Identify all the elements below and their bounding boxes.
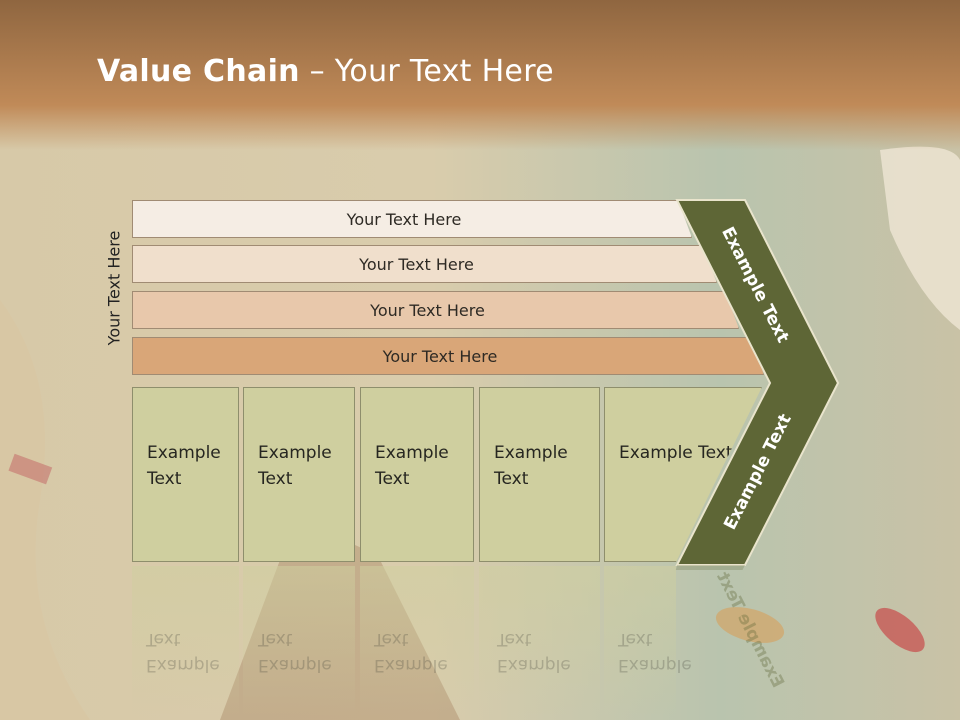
primary-box-1-label: Example Text bbox=[147, 443, 221, 489]
title-bar bbox=[0, 0, 960, 150]
primary-box-5-label: Example Text bbox=[619, 443, 733, 463]
box-reflection-3 bbox=[360, 566, 474, 716]
support-row-2: Your Text Here bbox=[132, 245, 717, 283]
support-row-1-label: Your Text Here bbox=[346, 209, 462, 229]
primary-box-1: Example Text bbox=[132, 387, 239, 562]
primary-box-4-label: Example Text bbox=[494, 443, 568, 489]
margin-chevron bbox=[675, 199, 840, 570]
support-row-4-label: Your Text Here bbox=[382, 346, 498, 366]
slide-title-rest: – Your Text Here bbox=[299, 54, 554, 89]
slide-title: Value Chain – Your Text Here bbox=[97, 54, 554, 89]
support-row-1: Your Text Here bbox=[132, 200, 692, 238]
primary-box-3: Example Text bbox=[360, 387, 474, 562]
side-label: Your Text Here bbox=[104, 230, 124, 346]
primary-box-2: Example Text bbox=[243, 387, 355, 562]
box-reflection-5 bbox=[604, 566, 676, 716]
support-row-3-label: Your Text Here bbox=[370, 300, 485, 320]
support-row-3: Your Text Here bbox=[132, 291, 739, 329]
box-reflection-4 bbox=[479, 566, 600, 716]
box-reflection-2 bbox=[243, 566, 355, 716]
reflection-text-1: Example Text bbox=[146, 629, 220, 675]
reflection-text-4: Example Text bbox=[497, 629, 571, 675]
primary-box-2-label: Example Text bbox=[258, 443, 332, 489]
support-row-4: Your Text Here bbox=[132, 337, 764, 375]
primary-box-3-label: Example Text bbox=[375, 443, 449, 489]
support-row-2-label: Your Text Here bbox=[359, 254, 474, 274]
reflection-text-3: Example Text bbox=[374, 629, 448, 675]
slide-title-bold: Value Chain bbox=[97, 54, 300, 89]
reflection-text-5: Example Text bbox=[618, 629, 692, 675]
box-reflection-1 bbox=[132, 566, 239, 716]
primary-box-4: Example Text bbox=[479, 387, 600, 562]
reflection-text-2: Example Text bbox=[258, 629, 332, 675]
